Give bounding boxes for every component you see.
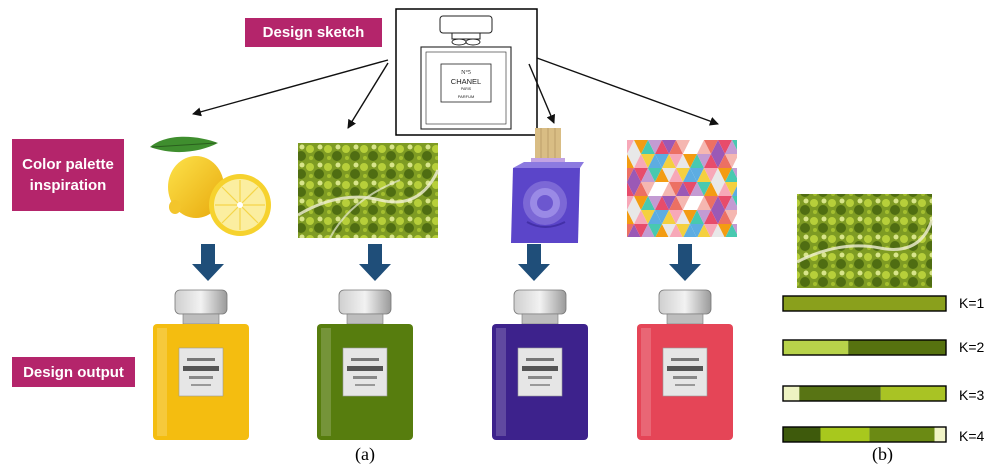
output-bottle-red <box>637 289 733 440</box>
palette-swatch <box>799 386 881 401</box>
caption-a: (a) <box>355 444 375 464</box>
palette-swatch <box>783 427 821 442</box>
sketch-brand: CHANEL <box>451 77 481 86</box>
palette-bar-4 <box>782 426 947 443</box>
output-bottle-purple <box>492 289 588 440</box>
purple-rose-bottle-image <box>511 128 584 243</box>
palette-swatch <box>783 386 800 401</box>
output-bottles <box>153 289 733 440</box>
palette-swatch <box>783 340 849 355</box>
palette-bar-2 <box>782 339 947 356</box>
k-label-2: K=2 <box>959 339 985 355</box>
design-sketch-label: Design sketch <box>245 18 382 47</box>
palette-swatch <box>783 296 946 311</box>
lemon-image <box>150 136 271 236</box>
palette-swatch <box>934 427 946 442</box>
sketch-number: N°5 <box>461 69 471 76</box>
sketch-arrows <box>192 57 719 129</box>
sketch-city: PARIS <box>461 87 472 91</box>
palette-bars <box>782 295 947 443</box>
down-arrows <box>192 244 701 281</box>
palette-bar-1 <box>782 295 947 312</box>
color-palette-label: Color palette inspiration <box>12 139 124 211</box>
palette-swatch <box>869 427 935 442</box>
design-output-label: Design output <box>12 357 135 387</box>
output-bottle-yellow <box>153 289 249 440</box>
k-label-1: K=1 <box>959 295 985 311</box>
k-label-4: K=4 <box>959 428 985 444</box>
palette-source-image <box>796 194 934 288</box>
leaves-image <box>297 143 440 239</box>
caption-b: (b) <box>872 444 893 464</box>
design-sketch-box: N°5 CHANEL PARIS PARFUM <box>395 8 538 136</box>
palette-swatch <box>880 386 946 401</box>
palette-swatch <box>820 427 870 442</box>
k-label-3: K=3 <box>959 387 985 403</box>
triangle-pattern-image <box>627 140 737 237</box>
palette-swatch <box>848 340 946 355</box>
palette-bar-3 <box>782 385 947 402</box>
sketch-type: PARFUM <box>458 94 475 99</box>
output-bottle-green <box>317 289 413 440</box>
